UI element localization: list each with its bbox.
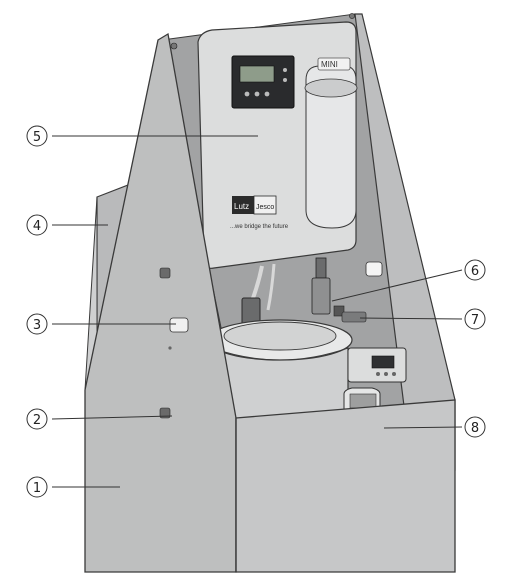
fitting-bottom [159, 407, 171, 419]
callout-3: 3 [26, 313, 48, 335]
display-button-2 [254, 91, 260, 97]
callout-5: 5 [26, 125, 48, 147]
callout-8: 8 [464, 416, 486, 438]
display-button-1 [244, 91, 250, 97]
panel-slot [169, 317, 189, 333]
panel-drop-hole [168, 346, 172, 350]
mounting-hole-top [170, 42, 178, 50]
display-button-3 [264, 91, 270, 97]
model-badge-text: MINI [321, 60, 338, 69]
display-screen [239, 65, 275, 83]
callout-label-2: 2 [33, 413, 41, 428]
callout-7: 7 [464, 308, 486, 330]
callout-label-4: 4 [33, 219, 41, 234]
callout-label-3: 3 [33, 318, 41, 333]
callout-2: 2 [26, 408, 48, 430]
callout-label-6: 6 [471, 264, 479, 279]
leader-lines [51, 135, 463, 488]
brand-text-left: Lutz [234, 202, 249, 211]
callout-label-5: 5 [33, 130, 41, 145]
fitting-top [159, 267, 171, 279]
callout-4: 4 [26, 214, 48, 236]
callout-6: 6 [464, 259, 486, 281]
controller-housing: MINI Lutz Jesco ...we bridge the future [197, 21, 358, 269]
display-button-4 [283, 68, 287, 72]
brand-logo-right [253, 195, 277, 215]
callout-label-7: 7 [471, 313, 479, 328]
model-badge [317, 57, 351, 71]
callout-label-1: 1 [33, 481, 41, 496]
display-button-5 [283, 78, 287, 82]
front-base-plate [235, 399, 456, 573]
tube-2 [266, 263, 276, 311]
drain-vent-slot [365, 261, 383, 277]
callout-1: 1 [26, 476, 48, 498]
brand-tagline: ...we bridge the future [230, 224, 289, 230]
brand-text-right: Jesco [256, 204, 274, 211]
mounting-hole-right [349, 13, 355, 19]
brand-logo-left [232, 196, 254, 214]
valve-assembly [311, 257, 383, 323]
callout-label-8: 8 [471, 421, 479, 436]
